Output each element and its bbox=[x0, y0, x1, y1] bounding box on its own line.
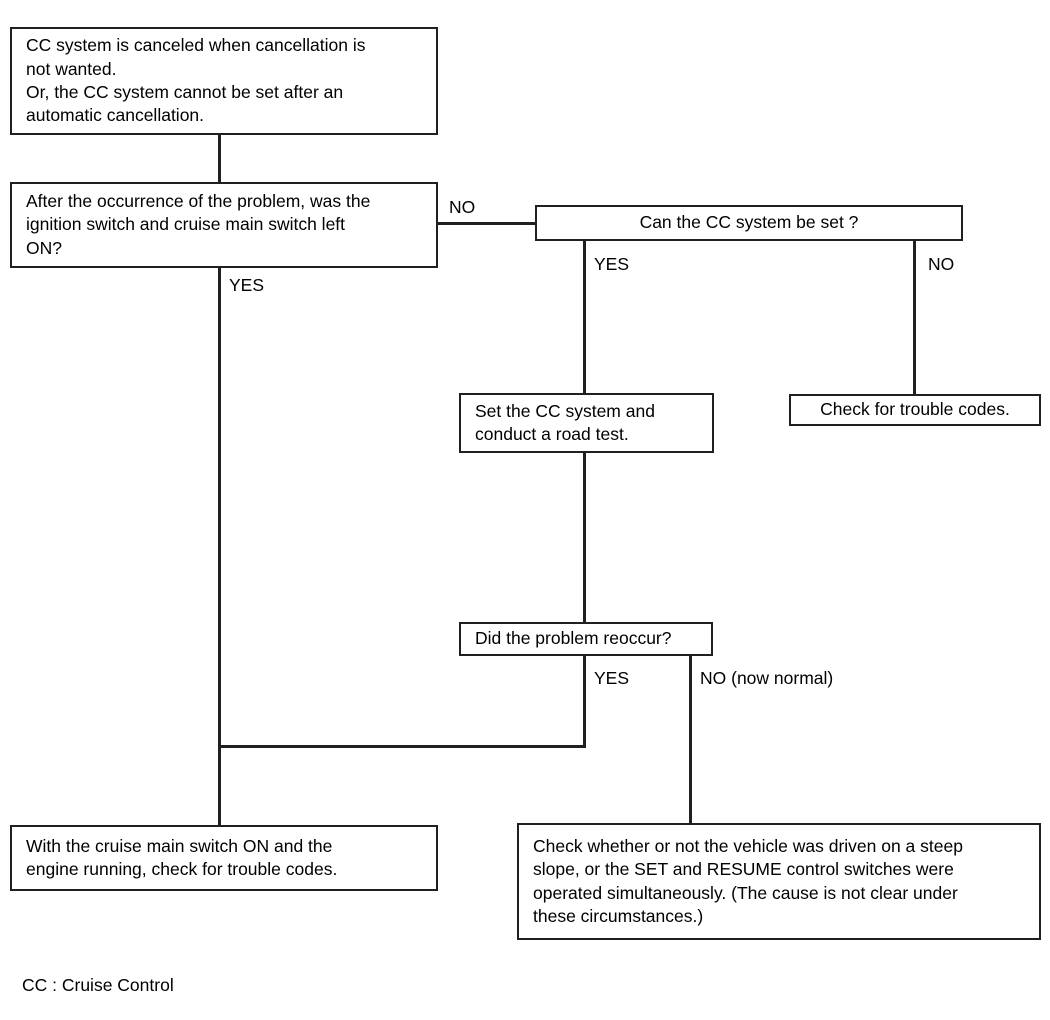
edge-label-ignition-yes: YES bbox=[229, 275, 265, 295]
node-action-set-road-test: Set the CC system and conduct a road tes… bbox=[459, 393, 714, 453]
node-question-reoccur-text: Did the problem reoccur? bbox=[475, 628, 672, 649]
node-action-switch-on-check-codes: With the cruise main switch ON and the e… bbox=[10, 825, 438, 891]
edge-reoccur-yes-vertical bbox=[583, 654, 586, 748]
node-action-check-codes-text: Check for trouble codes. bbox=[820, 399, 1010, 420]
edge-reoccur-yes-horizontal bbox=[218, 745, 586, 748]
edge-label-can-set-no: NO bbox=[928, 254, 955, 274]
node-action-set-road-test-text: Set the CC system and conduct a road tes… bbox=[475, 400, 655, 444]
node-action-switch-on-check-codes-text: With the cruise main switch ON and the e… bbox=[26, 835, 338, 879]
node-question-ignition: After the occurrence of the problem, was… bbox=[10, 182, 438, 268]
edge-road-test-to-reoccur bbox=[583, 451, 586, 624]
edge-ignition-yes-vertical bbox=[218, 266, 221, 827]
edge-can-set-yes-vertical bbox=[583, 239, 586, 395]
node-symptom: CC system is canceled when cancellation … bbox=[10, 27, 438, 135]
edge-symptom-to-ignition bbox=[218, 133, 221, 184]
node-question-can-set: Can the CC system be set ? bbox=[535, 205, 963, 241]
edge-label-reoccur-no: NO (now normal) bbox=[700, 668, 834, 688]
edge-can-set-no-vertical bbox=[913, 239, 916, 396]
edge-label-ignition-no: NO bbox=[449, 197, 476, 217]
edge-label-can-set-yes: YES bbox=[594, 254, 630, 274]
node-symptom-text: CC system is canceled when cancellation … bbox=[26, 35, 366, 126]
edge-ignition-no-horizontal bbox=[436, 222, 537, 225]
edge-reoccur-no-vertical bbox=[689, 654, 692, 825]
node-question-can-set-text: Can the CC system be set ? bbox=[639, 212, 859, 233]
node-action-check-conditions-text: Check whether or not the vehicle was dri… bbox=[533, 835, 963, 926]
node-action-check-codes: Check for trouble codes. bbox=[789, 394, 1041, 426]
diagram-caption: CC : Cruise Control bbox=[22, 975, 174, 995]
edge-label-reoccur-yes: YES bbox=[594, 668, 630, 688]
node-action-check-conditions: Check whether or not the vehicle was dri… bbox=[517, 823, 1041, 940]
node-question-ignition-text: After the occurrence of the problem, was… bbox=[26, 191, 371, 258]
node-question-reoccur: Did the problem reoccur? bbox=[459, 622, 713, 656]
